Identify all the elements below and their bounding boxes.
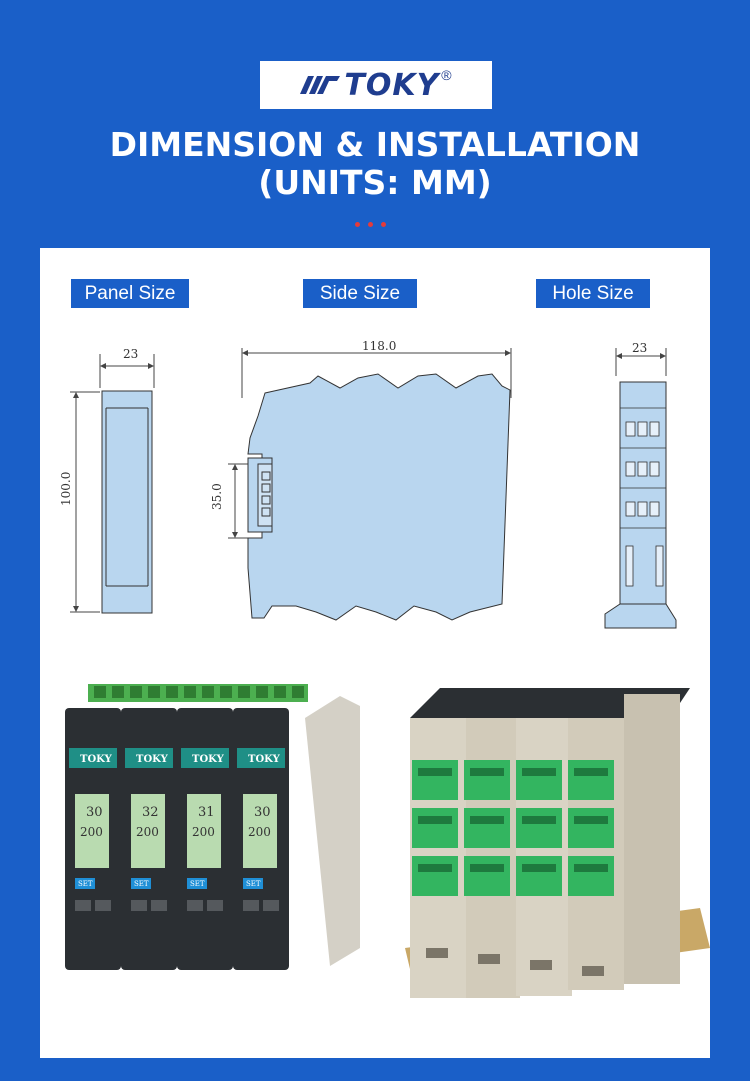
display-top-1: 30 bbox=[86, 805, 103, 820]
module-brand-4: TOKY bbox=[248, 754, 281, 765]
registered-mark: ® bbox=[441, 67, 452, 83]
set-label-4: SET bbox=[246, 880, 261, 888]
set-label-2: SET bbox=[134, 880, 149, 888]
module-brand-3: TOKY bbox=[192, 754, 225, 765]
brand-logo: TOKY ® bbox=[260, 61, 492, 109]
side-size-label: Side Size bbox=[303, 279, 417, 308]
module-brand-1: TOKY bbox=[80, 754, 113, 765]
side-rail-dim: 35.0 bbox=[210, 483, 224, 510]
page-heading: DIMENSION & INSTALLATION (UNITS: MM) bbox=[0, 126, 750, 202]
heading-line-2: (UNITS: MM) bbox=[258, 163, 492, 202]
display-top-2: 32 bbox=[142, 805, 159, 820]
module-brand-2: TOKY bbox=[136, 754, 169, 765]
set-label-3: SET bbox=[190, 880, 205, 888]
panel-size-label: Panel Size bbox=[71, 279, 189, 308]
display-bottom-2: 200 bbox=[136, 825, 159, 839]
display-bottom-4: 200 bbox=[248, 825, 271, 839]
display-top-3: 31 bbox=[198, 805, 215, 820]
hole-size-label: Hole Size bbox=[536, 279, 650, 308]
side-drawing: 118.0 35.0 bbox=[210, 339, 512, 621]
front-modules-photo: TOKY TOKY TOKY TOKY 30 32 31 30 200 200 … bbox=[65, 684, 360, 970]
display-bottom-3: 200 bbox=[192, 825, 215, 839]
set-label-1: SET bbox=[78, 880, 93, 888]
side-length-dim: 118.0 bbox=[362, 339, 396, 353]
hole-width-dim: 23 bbox=[632, 341, 647, 355]
logo-mark: TOKY ® bbox=[300, 67, 452, 103]
decorative-dots bbox=[355, 222, 386, 227]
panel-width-dim: 23 bbox=[123, 347, 138, 361]
content-panel: Panel Size Side Size Hole Size 23 100.0 bbox=[40, 248, 710, 1058]
rail-modules-photo bbox=[405, 688, 710, 998]
hole-drawing: 23 bbox=[604, 341, 677, 629]
panel-drawing: 23 100.0 bbox=[59, 347, 155, 614]
heading-line-1: DIMENSION & INSTALLATION bbox=[109, 125, 641, 164]
panel-height-dim: 100.0 bbox=[59, 472, 73, 506]
display-bottom-1: 200 bbox=[80, 825, 103, 839]
drawings-canvas: 23 100.0 118.0 35.0 bbox=[59, 339, 710, 998]
brand-name: TOKY bbox=[344, 67, 440, 103]
display-top-4: 30 bbox=[254, 805, 271, 820]
logo-stripes-icon bbox=[300, 76, 341, 94]
